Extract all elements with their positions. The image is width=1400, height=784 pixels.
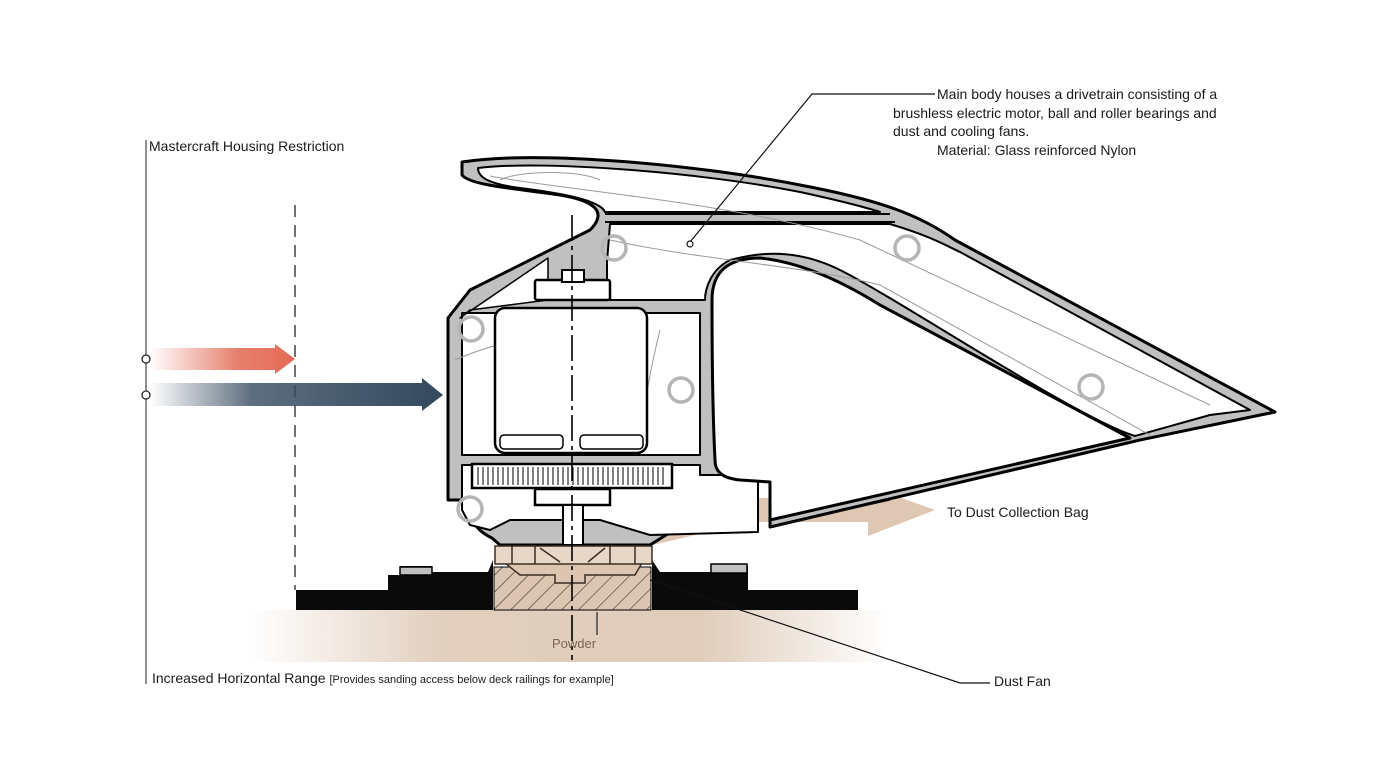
dust-collection-label: To Dust Collection Bag (947, 504, 1089, 520)
horizontal-range-note: [Provides sanding access below deck rail… (329, 674, 614, 686)
main-body-line-3: dust and cooling fans. (893, 123, 1030, 139)
main-body-line-2: brushless electric motor, ball and rolle… (893, 104, 1217, 121)
powder-band (250, 610, 890, 662)
leader-lines (596, 93, 990, 684)
dust-fan-impeller (494, 545, 653, 565)
design-reach-arrow (150, 378, 443, 411)
housing-restriction-label: Mastercraft Housing Restriction (149, 138, 345, 154)
base-plate (296, 560, 493, 610)
main-body-line-1: Main body houses a drivetrain consisting… (937, 86, 1218, 102)
main-body-annotation: Main body houses a drivetrain consisting… (893, 85, 1253, 159)
screw-bosses (456, 234, 1105, 523)
base-plate-right (652, 560, 858, 610)
range-marker-top (141, 354, 151, 364)
powder-label: Powder (552, 636, 597, 651)
material-label: Material: Glass reinforced Nylon (937, 141, 1137, 158)
horizontal-range-label: Increased Horizontal Range [Provides san… (152, 669, 614, 689)
competitor-reach-arrow (150, 344, 295, 374)
horizontal-range-title: Increased Horizontal Range (152, 670, 326, 686)
dust-fan-label: Dust Fan (994, 673, 1051, 689)
range-marker-bottom (141, 390, 151, 400)
motor (493, 269, 649, 455)
